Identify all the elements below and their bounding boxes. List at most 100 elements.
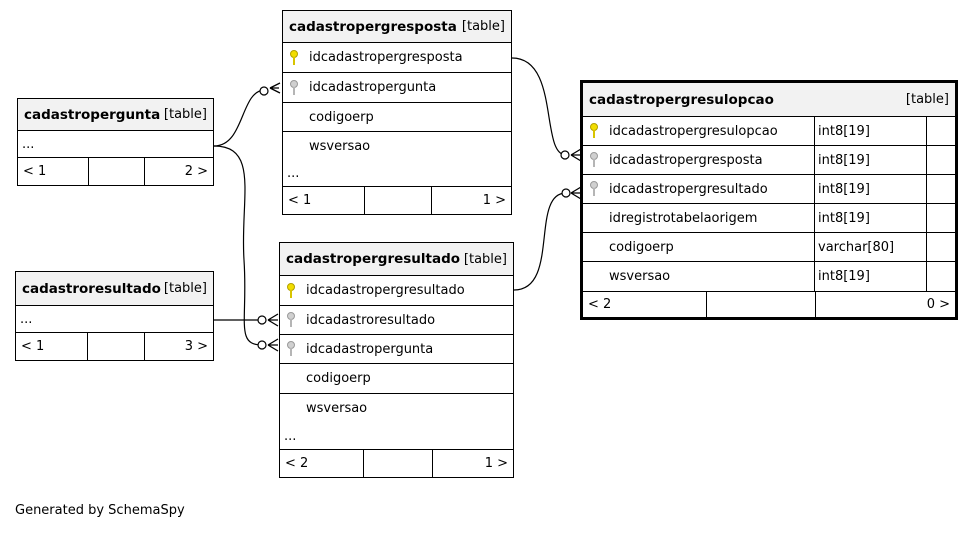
crowfoot-marker [267, 313, 279, 327]
column-row: wsversao [283, 132, 511, 161]
column-name: wsversao [306, 401, 368, 416]
footer-spacer [88, 158, 144, 185]
table-header: cadastroresultado [table] [16, 272, 213, 306]
column-gutter [926, 146, 955, 174]
parents-count[interactable]: < 2 [285, 456, 309, 471]
primary-key-icon [583, 123, 605, 139]
column-gutter [926, 233, 955, 261]
column-list: idcadastropergresultado idcadastroresult… [280, 276, 513, 423]
column-name: idcadastropergresposta [309, 50, 463, 65]
footer-spacer [706, 292, 815, 317]
edge-pergresultado-to-pergresulopcao [513, 192, 567, 291]
table-name: cadastroresultado [22, 280, 161, 297]
column-gutter [926, 204, 955, 232]
children-count[interactable]: 3 > [144, 333, 213, 360]
parents-count[interactable]: < 2 [588, 297, 612, 312]
column-name: idcadastroresultado [306, 312, 436, 328]
parents-count[interactable]: < 1 [21, 339, 45, 354]
crowfoot-marker [570, 148, 582, 162]
edge-end-circle [561, 188, 571, 198]
column-name: idcadastropergunta [306, 341, 434, 357]
crowfoot-marker [570, 186, 582, 200]
column-name: codigoerp [309, 109, 374, 125]
edge-pergresposta-to-pergresulopcao [511, 57, 567, 156]
foreign-key-icon [280, 312, 302, 328]
table-footer: < 2 1 > [280, 450, 513, 477]
foreign-key-icon [280, 341, 302, 357]
table-kind: [table] [905, 92, 949, 107]
column-type: int8[19] [814, 117, 926, 145]
column-gutter [926, 117, 955, 145]
table-kind: [table] [163, 107, 207, 122]
footer-spacer [364, 187, 431, 214]
column-name: idcadastropergresulopcao [609, 123, 778, 139]
column-name: idcadastropergresposta [609, 152, 763, 168]
table-header: cadastropergresulopcao [table] [583, 83, 955, 117]
table-cadastropergresulopcao[interactable]: cadastropergresulopcao [table] idcadastr… [580, 80, 958, 320]
children-count[interactable]: 0 > [815, 292, 955, 317]
parents-count[interactable]: < 1 [23, 164, 47, 179]
column-row: idcadastropergunta [280, 335, 513, 364]
column-type: varchar[80] [814, 233, 926, 261]
footer-spacer [363, 450, 432, 477]
column-gutter [926, 175, 955, 203]
table-cadastroresultado[interactable]: cadastroresultado [table] ... < 1 3 > [15, 271, 214, 361]
edge-pergunta-to-pergresposta [213, 89, 266, 147]
column-type: int8[19] [814, 204, 926, 232]
edge-end-circle [259, 86, 269, 96]
parents-count[interactable]: < 1 [288, 193, 312, 208]
column-row: wsversao int8[19] [583, 262, 955, 291]
foreign-key-icon [283, 79, 305, 96]
table-footer: < 1 2 > [18, 158, 213, 185]
edge-end-circle [560, 150, 570, 160]
column-row: codigoerp varchar[80] [583, 233, 955, 262]
column-row: wsversao [280, 394, 513, 423]
table-name: cadastropergresulopcao [589, 91, 774, 108]
children-count[interactable]: 1 > [432, 450, 513, 477]
column-list: idcadastropergresulopcao int8[19] idcada… [583, 117, 955, 291]
table-kind: [table] [163, 281, 207, 296]
column-gutter [926, 262, 955, 291]
edge-end-circle [257, 315, 267, 325]
column-name: wsversao [309, 139, 371, 154]
table-name: cadastropergresultado [286, 251, 461, 267]
children-count[interactable]: 2 > [144, 158, 213, 185]
table-footer: < 1 3 > [16, 333, 213, 360]
table-footer: < 2 0 > [583, 291, 955, 317]
generated-by-credit: Generated by SchemaSpy [15, 503, 185, 518]
column-row: idcadastroresultado [280, 306, 513, 335]
more-columns: ... [280, 423, 513, 450]
children-count[interactable]: 1 > [431, 187, 511, 214]
more-columns: ... [16, 306, 213, 333]
table-cadastropergresultado[interactable]: cadastropergresultado [table] idcadastro… [279, 242, 514, 478]
more-columns: ... [18, 131, 213, 158]
column-name: idcadastropergresultado [609, 181, 768, 197]
column-row: idcadastropergunta [283, 73, 511, 103]
column-name: codigoerp [609, 239, 674, 255]
column-row: idcadastropergresultado int8[19] [583, 175, 955, 204]
table-header: cadastropergresultado [table] [280, 243, 513, 276]
crowfoot-marker [269, 82, 281, 94]
edge-end-circle [257, 340, 267, 350]
table-kind: [table] [461, 19, 505, 34]
table-header: cadastropergunta [table] [18, 99, 213, 131]
column-type: int8[19] [814, 146, 926, 174]
column-row: idcadastropergresposta int8[19] [583, 146, 955, 175]
primary-key-icon [283, 49, 305, 66]
table-name: cadastropergresposta [289, 18, 457, 35]
table-footer: < 1 1 > [283, 187, 511, 214]
column-row: idcadastropergresultado [280, 276, 513, 306]
column-row: idcadastropergresposta [283, 43, 511, 73]
edge-pergunta-to-pergresultado [213, 145, 263, 346]
table-cadastropergunta[interactable]: cadastropergunta [table] ... < 1 2 > [17, 98, 214, 186]
table-kind: [table] [463, 251, 507, 267]
column-row: codigoerp [280, 364, 513, 394]
column-row: codigoerp [283, 103, 511, 132]
column-row: idregistrotabelaorigem int8[19] [583, 204, 955, 233]
column-name: idregistrotabelaorigem [609, 210, 758, 226]
table-cadastropergresposta[interactable]: cadastropergresposta [table] idcadastrop… [282, 10, 512, 215]
column-name: codigoerp [306, 371, 371, 386]
column-name: idcadastropergresultado [306, 283, 465, 298]
column-type: int8[19] [814, 262, 926, 291]
